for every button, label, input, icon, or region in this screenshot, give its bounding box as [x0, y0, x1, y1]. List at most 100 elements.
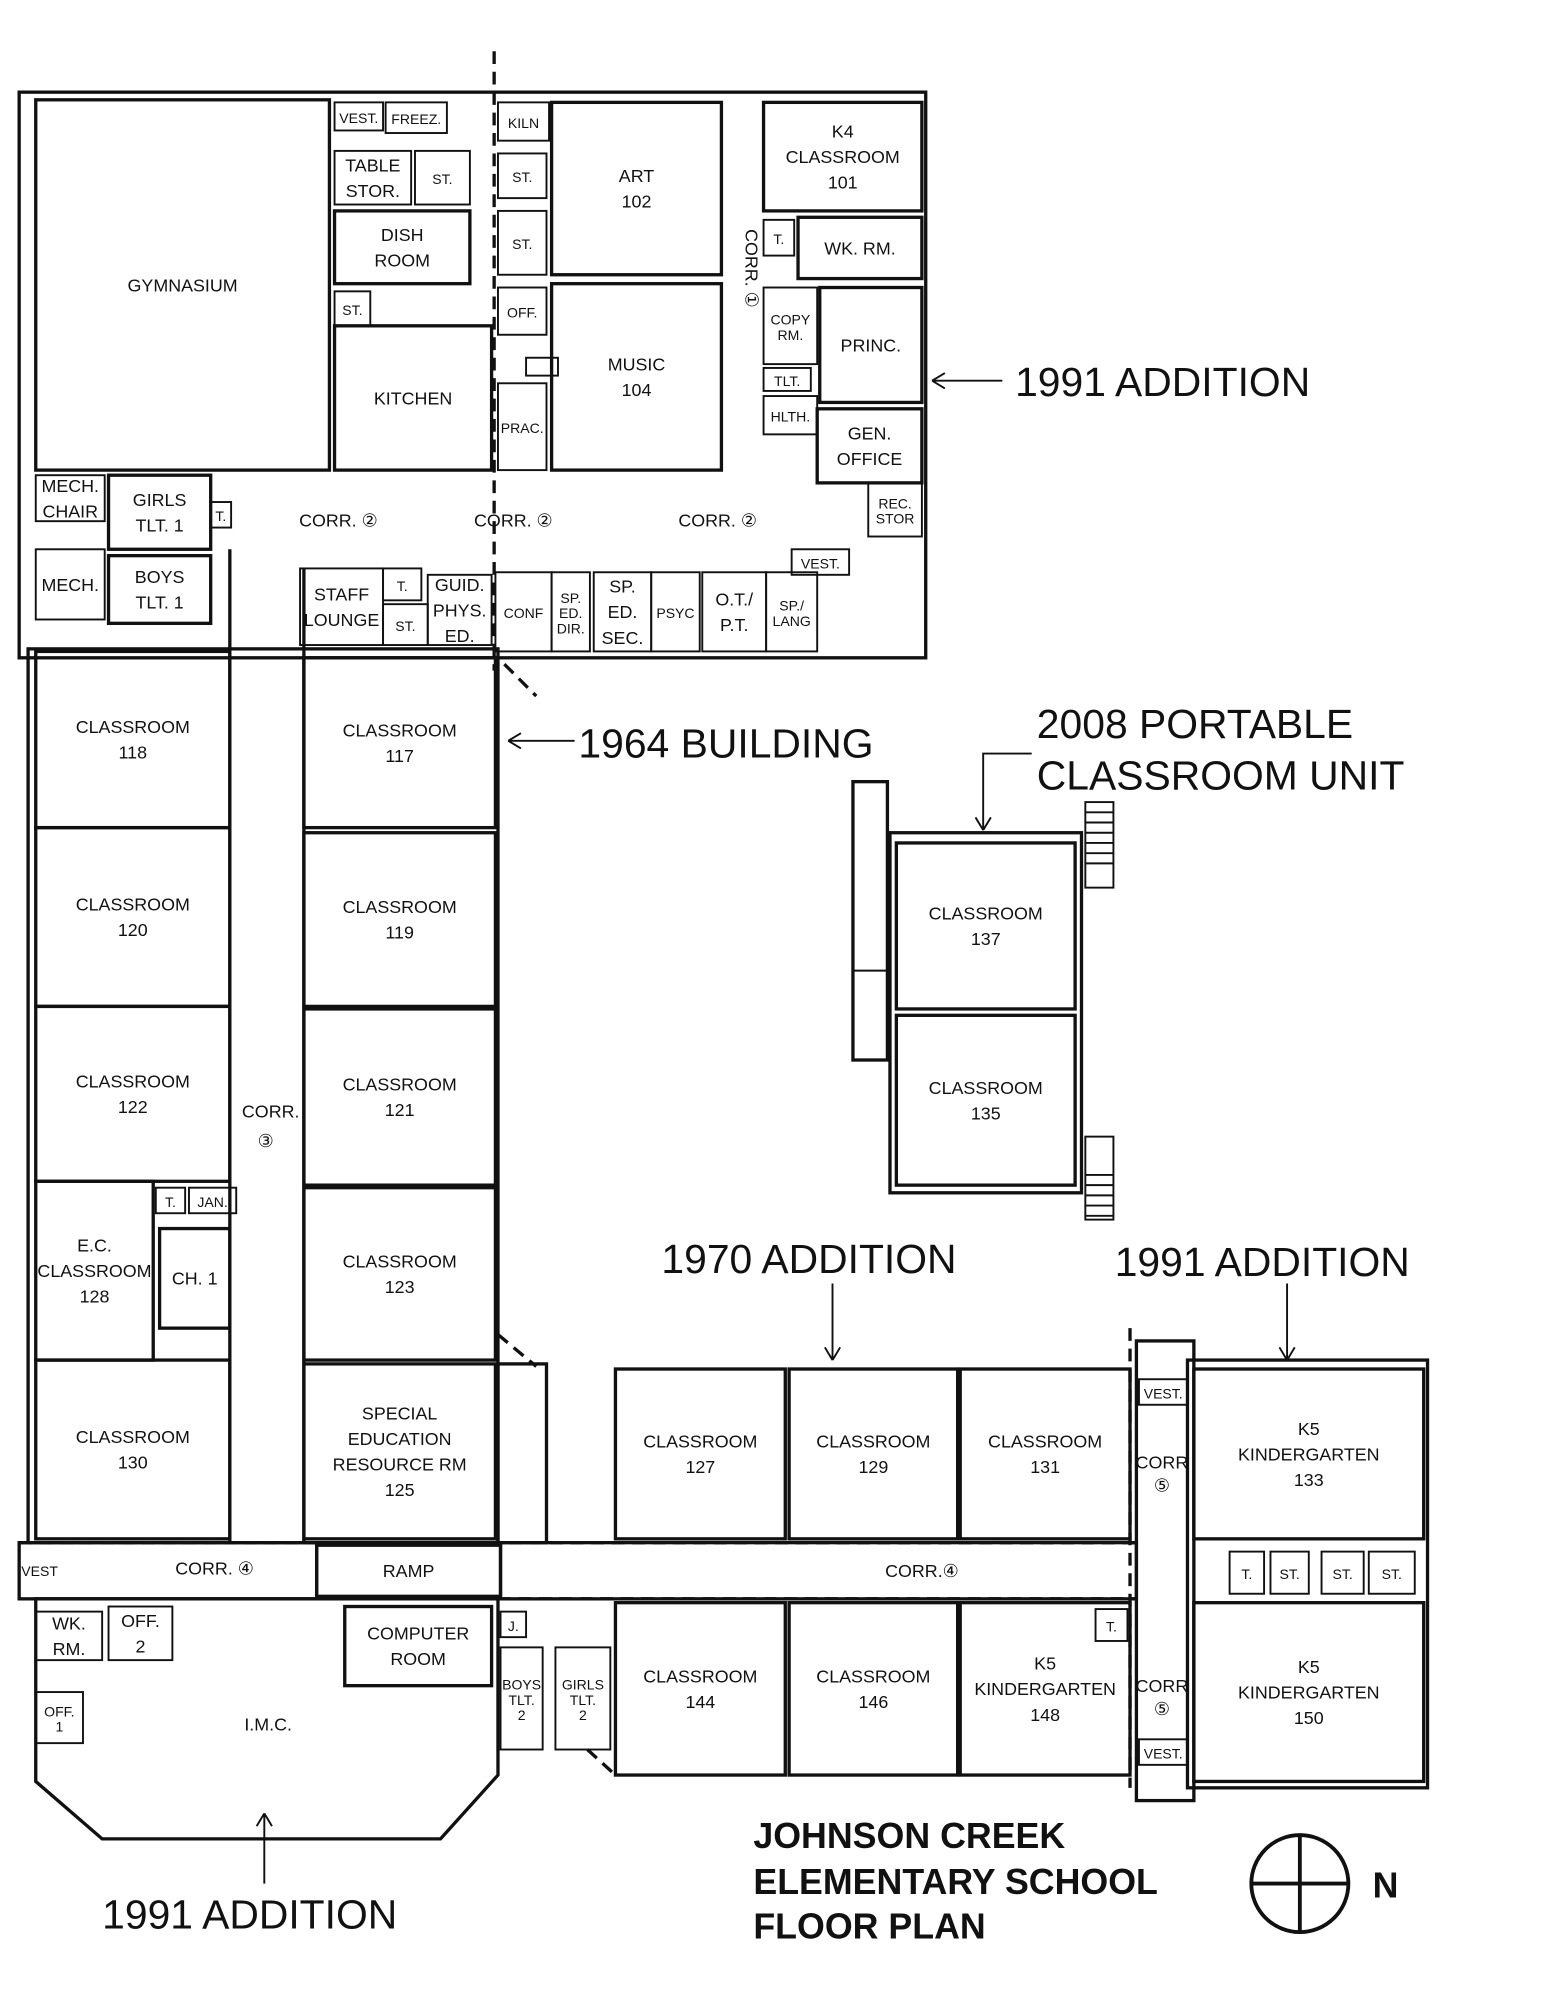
- title-line: ELEMENTARY SCHOOL: [753, 1862, 1158, 1902]
- room-label: PHYS.: [433, 600, 487, 620]
- room-label: CHAIR: [42, 501, 98, 521]
- room-label: CLASSROOM: [343, 720, 457, 740]
- room-label: RM.: [53, 1639, 86, 1659]
- annotation-1991-office: 1991 ADDITION: [931, 359, 1310, 405]
- room-st-east-2: ST.: [1320, 1550, 1365, 1595]
- room-st-art-2: ST.: [497, 209, 548, 276]
- room-girls-tlt-1: GIRLS TLT. 1: [106, 473, 213, 551]
- room-wall: [787, 1601, 960, 1777]
- room-vest-west: VEST: [21, 1563, 58, 1579]
- room-label: ST.: [1382, 1566, 1402, 1582]
- corridor-5-label: CORR: [1136, 1676, 1189, 1696]
- room-wall: [384, 101, 448, 134]
- room-wall: [154, 1186, 187, 1215]
- room-label: ST.: [512, 169, 532, 185]
- room-label: WK.: [52, 1613, 86, 1633]
- stair-icon: [525, 356, 559, 377]
- annotation-text: CLASSROOM UNIT: [1037, 752, 1405, 798]
- room-label: ST.: [395, 618, 415, 634]
- room-wall: [34, 649, 232, 830]
- room-label: MUSIC: [608, 355, 666, 375]
- corridor-4-label: CORR.④: [885, 1561, 959, 1581]
- room-wall: [894, 841, 1077, 1011]
- room-sp-ed-sec: SP.ED.SEC.: [592, 571, 653, 653]
- room-label: PRAC.: [501, 420, 544, 436]
- room-label: CLASSROOM: [37, 1261, 151, 1281]
- room-label: 101: [828, 173, 858, 193]
- room-label: LANG: [773, 613, 811, 629]
- room-wall: [815, 407, 924, 485]
- room-ramp: RAMP: [315, 1543, 503, 1598]
- room-label: 123: [385, 1277, 415, 1297]
- room-label: CLASSROOM: [76, 717, 190, 737]
- room-ch1: CH. 1: [157, 1226, 232, 1330]
- room-wall: [302, 1186, 498, 1362]
- room-label: T.: [773, 231, 784, 247]
- room-label: VEST.: [339, 110, 378, 126]
- room-label: TLT.: [570, 1692, 596, 1708]
- room-label: BOYS: [135, 567, 185, 587]
- room-wall: [426, 573, 493, 646]
- corridor-2-label: CORR. ②: [299, 510, 378, 530]
- room-label: ROOM: [390, 1649, 446, 1669]
- room-wall: [34, 474, 106, 523]
- corridor-2-label: CORR. ②: [678, 510, 757, 530]
- annotation-text: 1970 ADDITION: [661, 1236, 956, 1282]
- annotation-text: 1991 ADDITION: [1115, 1239, 1410, 1285]
- room-label: EDUCATION: [348, 1429, 452, 1449]
- room-wall: [497, 101, 551, 142]
- room-label: KITCHEN: [374, 388, 452, 408]
- room-freezer: FREEZ.: [384, 101, 448, 134]
- room-label: VEST.: [1144, 1745, 1183, 1761]
- room-wall: [613, 1367, 787, 1541]
- room-wall: [497, 382, 548, 472]
- room-label: 117: [385, 746, 414, 766]
- room-label: 146: [858, 1692, 888, 1712]
- room-wall: [106, 473, 213, 551]
- room-wall: [762, 366, 812, 392]
- room-wall: [34, 1004, 232, 1183]
- room-conf: CONF: [494, 571, 553, 653]
- room-st-east-1: ST.: [1269, 1550, 1310, 1595]
- room-vest-office: VEST.: [790, 548, 851, 576]
- room-wall: [765, 571, 819, 653]
- room-kitchen: KITCHEN: [332, 324, 494, 472]
- room-label: MECH.: [41, 575, 99, 595]
- room-wall: [554, 1646, 612, 1751]
- room-wall: [333, 101, 385, 132]
- room-c123: CLASSROOM 123: [302, 1186, 498, 1362]
- room-off-music: OFF.: [497, 286, 548, 336]
- room-jan: JAN.: [188, 1186, 238, 1215]
- room-st-kitchen-2: ST.: [333, 290, 372, 327]
- room-label: CLASSROOM: [343, 1252, 457, 1272]
- room-label: 119: [385, 923, 414, 943]
- room-label: OFF.: [121, 1611, 160, 1631]
- room-wall: [333, 149, 413, 206]
- room-label: OFF.: [507, 305, 537, 321]
- room-label: SP.: [560, 590, 581, 606]
- annotation-1991-east: 1991 ADDITION: [1115, 1239, 1410, 1361]
- corridor-3-label: CORR.: [242, 1101, 300, 1121]
- room-label: GIRLS: [133, 490, 187, 510]
- room-vest-east-2: VEST.: [1138, 1738, 1189, 1766]
- room-label: K5: [1298, 1419, 1320, 1439]
- room-st-kitchen-1: ST.: [414, 149, 471, 206]
- room-label: OFF.: [44, 1703, 74, 1719]
- room-label: TLT. 1: [135, 515, 183, 535]
- room-label: 148: [1030, 1705, 1060, 1725]
- corridor-4-label: CORR. ④: [175, 1559, 254, 1579]
- room-label: BOYS: [502, 1677, 541, 1693]
- room-wall: [549, 282, 724, 472]
- room-label: CLASSROOM: [929, 1078, 1043, 1098]
- corridor-1-label: CORR. ①: [742, 229, 762, 308]
- room-label: ED.: [559, 605, 582, 621]
- room-label: 2: [579, 1707, 587, 1723]
- labels: CORR. ① CORR. ② CORR. ② CORR. ② CORR. ③ …: [102, 229, 1410, 1946]
